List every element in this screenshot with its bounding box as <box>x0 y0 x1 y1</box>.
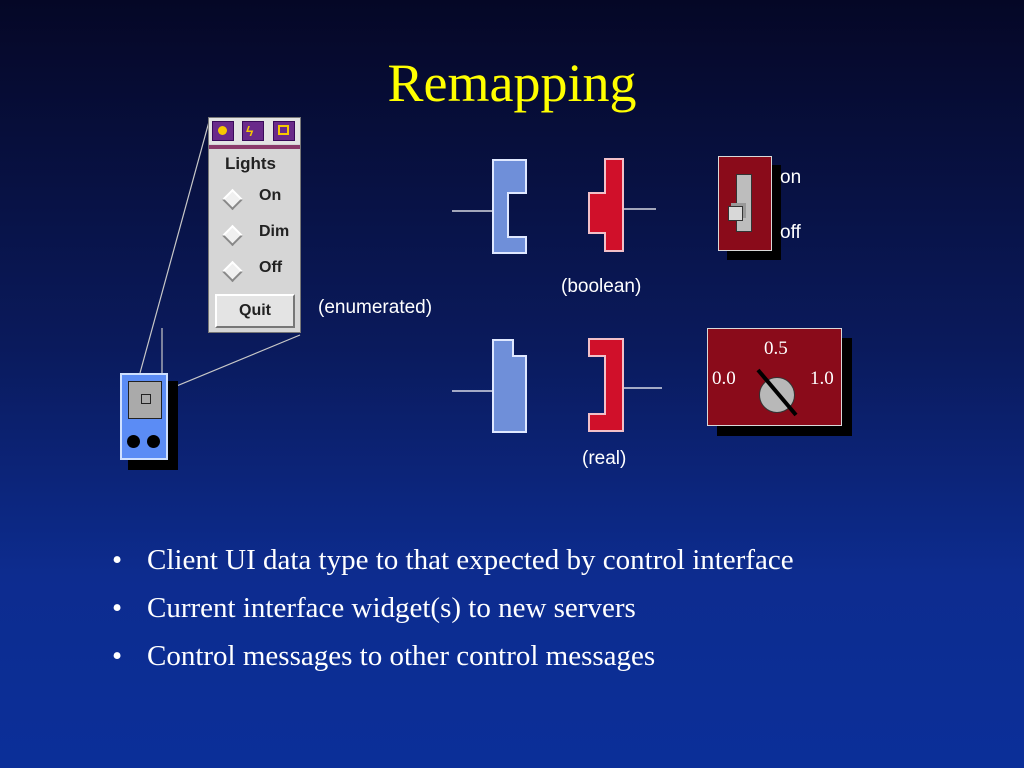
rotary-dial[interactable]: 0.5 0.0 1.0 <box>707 328 842 426</box>
lights-panel: ϟ Lights On Dim Off Quit <box>208 117 301 333</box>
option-off-label: Off <box>259 259 283 276</box>
device-screen <box>128 381 162 419</box>
handheld-device <box>120 373 168 460</box>
panel-toolbar: ϟ <box>209 118 300 144</box>
switch-off-label: off <box>780 222 801 243</box>
option-on-label: On <box>259 187 282 204</box>
list-item: • Current interface widget(s) to new ser… <box>112 592 1012 640</box>
bullet-symbol: • <box>112 592 123 624</box>
switch-slot <box>736 174 752 232</box>
option-on[interactable]: On <box>221 187 299 211</box>
panel-divider <box>209 145 300 149</box>
bullet-text: Control messages to other control messag… <box>147 640 656 672</box>
dial-pointer <box>756 368 798 417</box>
device-button-right <box>147 435 160 448</box>
toggle-switch[interactable] <box>718 156 772 251</box>
radio-diamond-icon[interactable] <box>221 260 244 283</box>
boolean-label: (boolean) <box>561 276 642 297</box>
list-item: • Client UI data type to that expected b… <box>112 544 1012 592</box>
boolean-server-connector <box>588 158 624 252</box>
radio-diamond-icon[interactable] <box>221 188 244 211</box>
real-label: (real) <box>582 448 627 469</box>
device-button-left <box>127 435 140 448</box>
real-client-connector <box>492 339 527 433</box>
list-item: • Control messages to other control mess… <box>112 640 1012 688</box>
quit-button[interactable]: Quit <box>215 294 295 328</box>
dial-min-label: 0.0 <box>712 368 736 389</box>
enumerated-label: (enumerated) <box>318 297 433 318</box>
window-icon[interactable] <box>273 121 295 141</box>
bullet-symbol: • <box>112 544 123 576</box>
switch-knob[interactable] <box>728 206 743 221</box>
enumerated-client-connector <box>492 159 527 254</box>
real-server-connector <box>588 338 624 432</box>
dial-max-label: 1.0 <box>810 368 834 389</box>
option-off[interactable]: Off <box>221 259 299 283</box>
switch-on-label: on <box>780 167 802 188</box>
radio-select-icon[interactable] <box>212 121 234 141</box>
bullet-text: Current interface widget(s) to new serve… <box>147 592 636 624</box>
option-dim-label: Dim <box>259 223 290 240</box>
option-dim[interactable]: Dim <box>221 223 299 247</box>
bullet-text: Client UI data type to that expected by … <box>147 544 794 576</box>
radio-diamond-icon[interactable] <box>221 224 244 247</box>
bullet-symbol: • <box>112 640 123 672</box>
lightning-icon[interactable]: ϟ <box>242 121 264 141</box>
slide-title: Remapping <box>387 53 637 113</box>
dial-mid-label: 0.5 <box>764 338 788 359</box>
lights-heading: Lights <box>225 154 276 173</box>
bullet-list: • Client UI data type to that expected b… <box>112 544 1012 688</box>
